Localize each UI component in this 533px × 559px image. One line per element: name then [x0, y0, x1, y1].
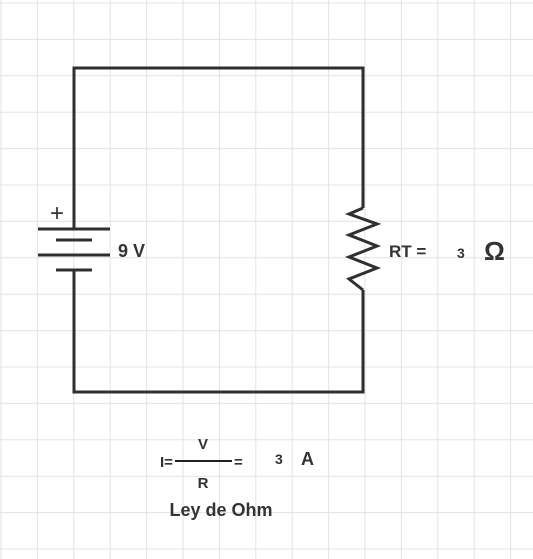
resistor-unit-ohm: Ω: [484, 236, 505, 266]
battery-voltage-label: 9 V: [118, 241, 145, 261]
formula-caption: Ley de Ohm: [169, 500, 272, 520]
resistor-value: 3: [457, 245, 465, 261]
battery-symbol: [38, 227, 110, 272]
battery-plus-sign: +: [50, 200, 64, 227]
resistor-symbol: [344, 206, 382, 292]
wire-left-top: [72, 66, 365, 229]
resistor-label: RT =: [389, 242, 426, 261]
formula-lhs: I=: [160, 454, 173, 471]
ohms-law-formula: I= V R = 3 A Ley de Ohm: [160, 436, 314, 520]
formula-numerator: V: [198, 436, 208, 453]
formula-result-value: 3: [275, 451, 283, 467]
circuit-wires: [72, 66, 365, 394]
formula-equals: =: [234, 454, 243, 471]
formula-denominator: R: [198, 475, 209, 492]
formula-result-unit: A: [301, 449, 314, 469]
wire-left-bottom: [72, 270, 365, 394]
